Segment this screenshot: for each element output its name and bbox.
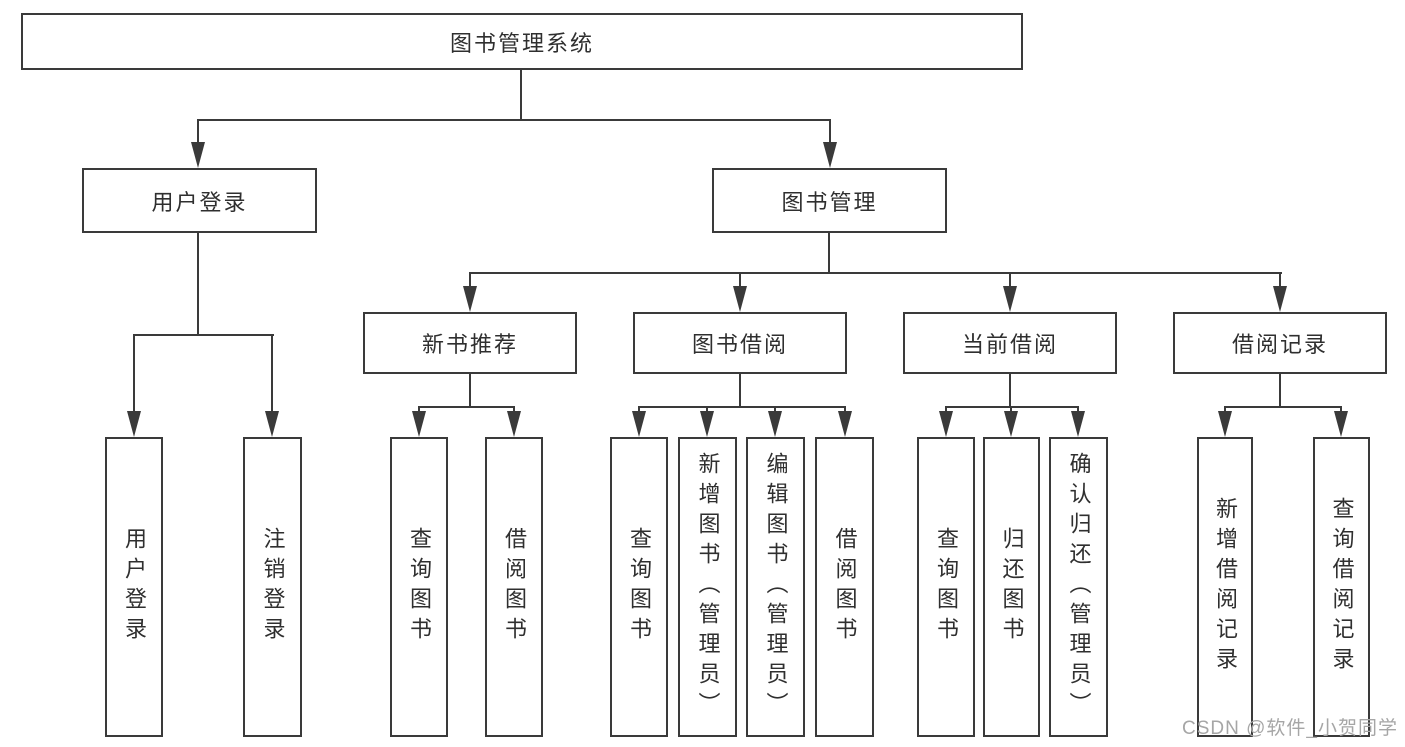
node-leaf-user-login-label: 用户登录 (122, 527, 147, 647)
connector-line (1009, 374, 1011, 408)
arrowhead-down-icon (700, 411, 714, 437)
arrowhead-down-icon (823, 142, 837, 168)
node-leaf-edit-books-admin: 编辑图书（管理员） (746, 437, 805, 737)
node-book-management: 图书管理 (712, 168, 947, 233)
connector-line (197, 233, 199, 336)
node-leaf-add-borrow-record-label: 新增借阅记录 (1213, 497, 1238, 677)
arrowhead-down-icon (412, 411, 426, 437)
node-new-book-recommend: 新书推荐 (363, 312, 577, 374)
arrowhead-down-icon (1218, 411, 1232, 437)
node-current-borrow: 当前借阅 (903, 312, 1117, 374)
arrowhead-down-icon (1273, 286, 1287, 312)
node-leaf-user-login: 用户登录 (105, 437, 163, 737)
node-leaf-return-books-label: 归还图书 (999, 527, 1025, 647)
node-leaf-borrow-books: 借阅图书 (815, 437, 874, 737)
node-book-borrow: 图书借阅 (633, 312, 847, 374)
connector-line (469, 272, 471, 288)
node-leaf-return-books: 归还图书 (983, 437, 1040, 737)
connector-line (1009, 272, 1011, 288)
node-leaf-confirm-return-admin: 确认归还（管理员） (1049, 437, 1108, 737)
connector-line (418, 406, 515, 408)
node-root: 图书管理系统 (21, 13, 1023, 70)
arrowhead-down-icon (939, 411, 953, 437)
node-leaf-logout: 注销登录 (243, 437, 302, 737)
connector-line (197, 119, 831, 121)
connector-line (1279, 374, 1281, 408)
node-borrow-records-label: 借阅记录 (1231, 332, 1328, 357)
connector-line (739, 374, 741, 408)
connector-line (829, 119, 831, 151)
connector-line (739, 272, 741, 288)
connector-line (469, 272, 1282, 274)
node-leaf-query-books-current-label: 查询图书 (934, 527, 959, 647)
node-leaf-add-books-admin-label: 新增图书（管理员） (695, 452, 721, 722)
arrowhead-down-icon (838, 411, 852, 437)
connector-line (271, 334, 273, 414)
node-leaf-borrow-books-recommend-label: 借阅图书 (502, 527, 527, 647)
node-user-login: 用户登录 (82, 168, 317, 233)
connector-line (638, 406, 846, 408)
connector-line (828, 233, 830, 274)
arrowhead-down-icon (507, 411, 521, 437)
node-leaf-borrow-books-recommend: 借阅图书 (485, 437, 543, 737)
node-leaf-query-books-borrow-label: 查询图书 (627, 527, 652, 647)
connector-line (197, 119, 199, 151)
arrowhead-down-icon (768, 411, 782, 437)
arrowhead-down-icon (463, 286, 477, 312)
node-leaf-query-books-recommend-label: 查询图书 (407, 527, 432, 647)
csdn-watermark: CSDN @软件_小贺同学 (1182, 718, 1398, 739)
arrowhead-down-icon (127, 411, 141, 437)
node-leaf-add-borrow-record: 新增借阅记录 (1197, 437, 1253, 737)
arrowhead-down-icon (1071, 411, 1085, 437)
node-new-book-recommend-label: 新书推荐 (421, 332, 518, 357)
connector-line (520, 70, 522, 121)
node-leaf-query-books-recommend: 查询图书 (390, 437, 448, 737)
node-leaf-add-books-admin: 新增图书（管理员） (678, 437, 737, 737)
connector-line (1224, 406, 1342, 408)
node-book-management-label: 图书管理 (781, 189, 878, 215)
node-leaf-logout-label: 注销登录 (260, 527, 286, 647)
node-leaf-query-books-current: 查询图书 (917, 437, 975, 737)
connector-line (133, 334, 274, 336)
arrowhead-down-icon (1003, 286, 1017, 312)
connector-line (469, 374, 471, 408)
node-leaf-query-books-borrow: 查询图书 (610, 437, 668, 737)
node-leaf-query-borrow-record-label: 查询借阅记录 (1329, 497, 1355, 677)
connector-line (1279, 272, 1281, 288)
node-current-borrow-label: 当前借阅 (961, 332, 1058, 357)
connector-line (945, 406, 1079, 408)
connector-line (133, 334, 135, 414)
node-user-login-label: 用户登录 (151, 189, 248, 215)
arrowhead-down-icon (632, 411, 646, 437)
node-leaf-query-borrow-record: 查询借阅记录 (1313, 437, 1370, 737)
node-root-label: 图书管理系统 (449, 30, 594, 56)
arrowhead-down-icon (265, 411, 279, 437)
node-leaf-edit-books-admin-label: 编辑图书（管理员） (763, 452, 789, 722)
arrowhead-down-icon (1334, 411, 1348, 437)
node-borrow-records: 借阅记录 (1173, 312, 1387, 374)
node-leaf-confirm-return-admin-label: 确认归还（管理员） (1066, 452, 1092, 722)
arrowhead-down-icon (191, 142, 205, 168)
arrowhead-down-icon (1004, 411, 1018, 437)
node-book-borrow-label: 图书借阅 (691, 332, 788, 357)
node-leaf-borrow-books-label: 借阅图书 (832, 527, 858, 647)
arrowhead-down-icon (733, 286, 747, 312)
